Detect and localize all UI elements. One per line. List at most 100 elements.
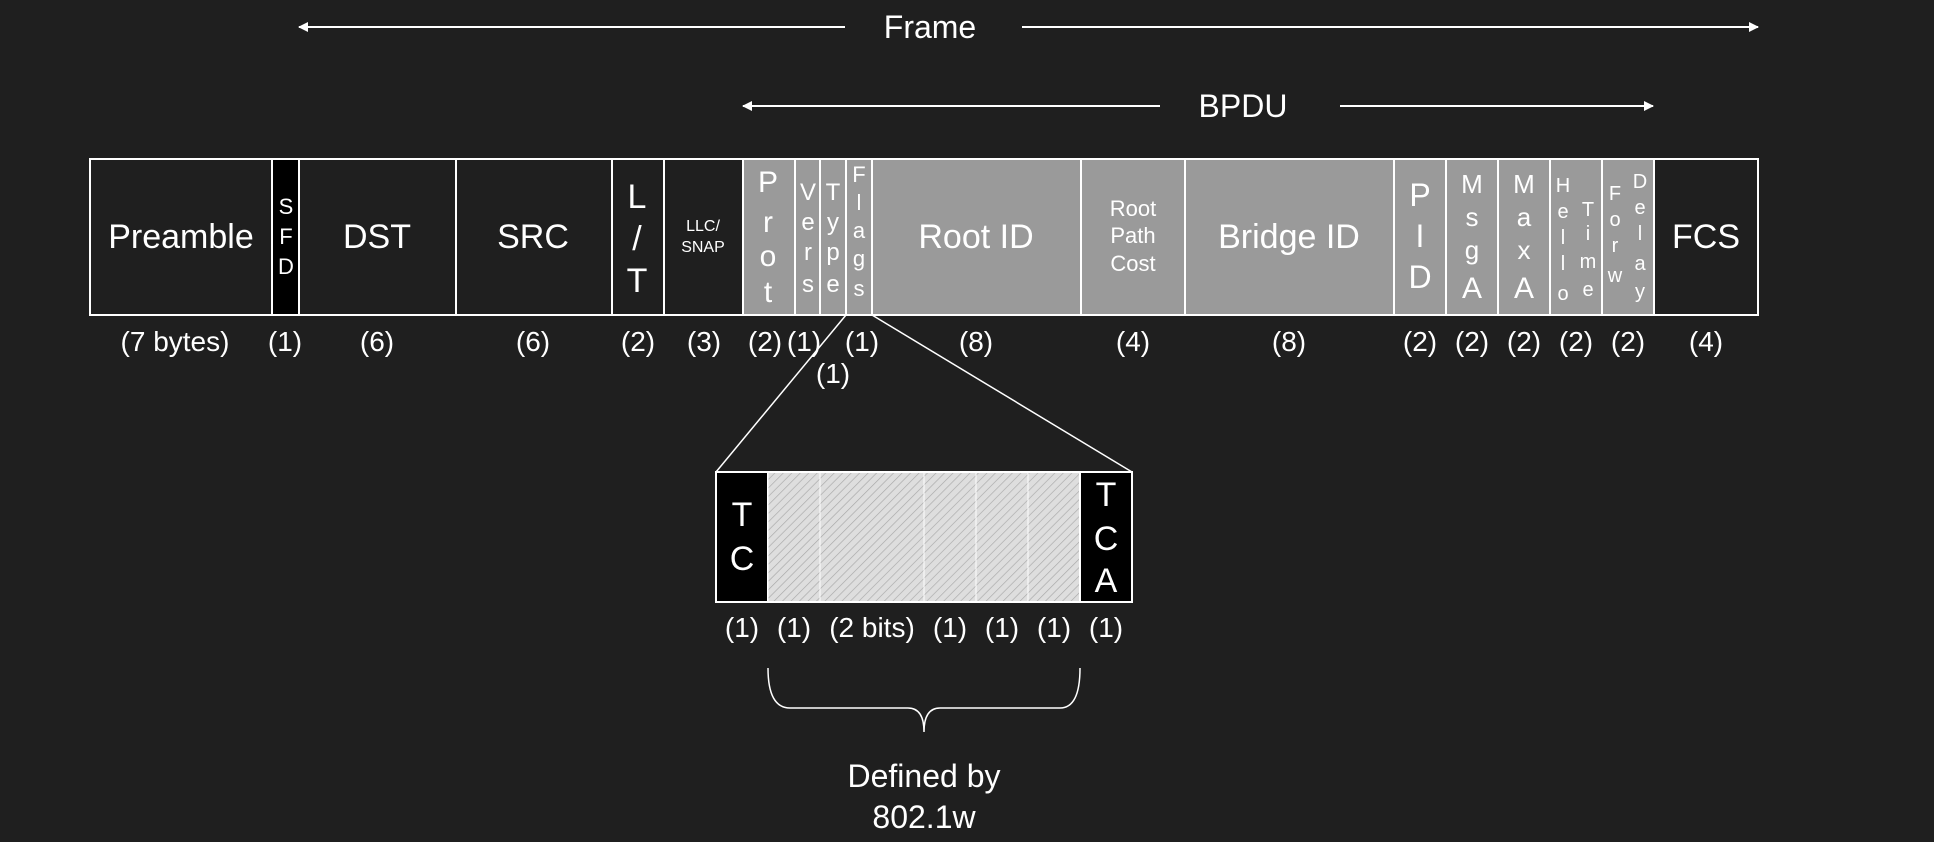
size-flag-bit-2bits: (2 bits) (829, 612, 915, 643)
svg-text:l: l (1638, 223, 1642, 245)
flag-bit-tc-label: TC (730, 496, 755, 578)
field-llc-snap-label: LLC/SNAP (681, 218, 725, 256)
svg-text:I: I (1416, 218, 1425, 254)
svg-text:M: M (1461, 169, 1483, 199)
svg-text:Root: Root (1110, 196, 1156, 221)
svg-text:LLC/: LLC/ (686, 218, 720, 235)
size-bridge-id: (8) (1272, 326, 1306, 357)
size-flag-bit-3: (1) (933, 612, 967, 643)
field-root-id-label: Root ID (918, 218, 1033, 256)
svg-text:F: F (279, 224, 292, 249)
svg-text:C: C (1094, 520, 1119, 558)
svg-text:H: H (1556, 175, 1570, 197)
svg-text:e: e (1582, 279, 1593, 301)
svg-text:i: i (1586, 223, 1590, 245)
field-llc-snap (663, 158, 744, 316)
size-hello-time: (2) (1559, 326, 1593, 357)
size-maxa: (2) (1507, 326, 1541, 357)
svg-text:Cost: Cost (1110, 251, 1155, 276)
svg-text:t: t (764, 276, 773, 309)
svg-text:T: T (627, 262, 648, 300)
frame-label: Frame (884, 9, 976, 45)
flags-zoom-lines (715, 314, 1133, 473)
size-llc-snap: (3) (687, 326, 721, 357)
svg-text:s: s (802, 271, 814, 298)
defined-by-label: Defined by 802.1w (848, 758, 1001, 835)
svg-text:o: o (1609, 209, 1620, 231)
svg-text:T: T (732, 496, 753, 534)
field-root-path-cost (1080, 158, 1186, 316)
defined-by-brace (767, 667, 1081, 733)
field-bridge-id (1184, 158, 1395, 316)
size-flag-bit-5: (1) (1037, 612, 1071, 643)
svg-text:M: M (1513, 169, 1535, 199)
field-sfd-label: SFD (278, 194, 294, 279)
field-pid-label: PID (1408, 177, 1431, 295)
flag-bits: TC TCA (715, 471, 1133, 603)
size-dst: (6) (360, 326, 394, 357)
size-src: (6) (516, 326, 550, 357)
field-flags (845, 158, 873, 316)
frame-span-arrow: Frame (298, 9, 1759, 45)
flag-bit-reserved-1 (767, 471, 821, 603)
svg-text:a: a (1634, 253, 1646, 275)
svg-text:e: e (801, 209, 814, 236)
flag-bit-reserved-4 (975, 471, 1029, 603)
svg-text:e: e (1557, 201, 1568, 223)
field-sfd (271, 158, 300, 316)
size-pid: (2) (1403, 326, 1437, 357)
svg-text:F: F (852, 162, 865, 187)
svg-text:V: V (800, 179, 816, 206)
field-forw-delay (1601, 158, 1655, 316)
svg-text:L: L (628, 178, 647, 216)
field-vers (794, 158, 821, 316)
size-lt: (2) (621, 326, 655, 357)
flag-bit-tca-label: TCA (1094, 476, 1119, 600)
field-preamble (89, 158, 273, 316)
svg-text:802.1w: 802.1w (872, 799, 976, 835)
flag-bit-reserved-3 (923, 471, 977, 603)
svg-text:s: s (854, 276, 865, 301)
svg-text:P: P (1409, 177, 1430, 213)
svg-text:r: r (804, 239, 812, 266)
flag-bit-reserved-5 (1027, 471, 1081, 603)
svg-text:D: D (1633, 171, 1647, 193)
field-bridge-id-label: Bridge ID (1218, 218, 1360, 256)
field-hello-time (1549, 158, 1603, 316)
svg-text:r: r (1612, 235, 1619, 257)
flag-bit-reserved-2bits (819, 471, 925, 603)
size-sfd: (1) (268, 326, 302, 357)
size-flag-bit-tca: (1) (1089, 612, 1123, 643)
svg-text:y: y (1635, 281, 1645, 303)
svg-text:F: F (1609, 183, 1621, 205)
svg-text:g: g (853, 246, 865, 271)
size-msga: (2) (1455, 326, 1489, 357)
size-prot: (2) (748, 326, 782, 357)
svg-text:s: s (1466, 202, 1479, 232)
size-flag-bit-tc: (1) (725, 612, 759, 643)
flag-bit-sizes: (1) (1) (2 bits) (1) (1) (1) (1) (725, 612, 1123, 643)
field-dst (298, 158, 457, 316)
svg-text:l: l (1561, 227, 1565, 249)
svg-text:l: l (1561, 253, 1565, 275)
svg-text:x: x (1518, 235, 1531, 265)
svg-text:m: m (1580, 251, 1597, 273)
svg-text:/: / (632, 220, 642, 258)
field-msga (1445, 158, 1499, 316)
field-fcs (1653, 158, 1759, 316)
svg-text:D: D (278, 254, 294, 279)
field-dst-label: DST (343, 218, 411, 256)
svg-text:o: o (1557, 283, 1568, 305)
field-root-id (871, 158, 1082, 316)
size-root-path-cost: (4) (1116, 326, 1150, 357)
svg-text:l: l (857, 190, 862, 215)
field-pid (1393, 158, 1447, 316)
field-preamble-label: Preamble (108, 218, 254, 256)
field-prot (742, 158, 796, 316)
svg-text:g: g (1465, 235, 1479, 265)
